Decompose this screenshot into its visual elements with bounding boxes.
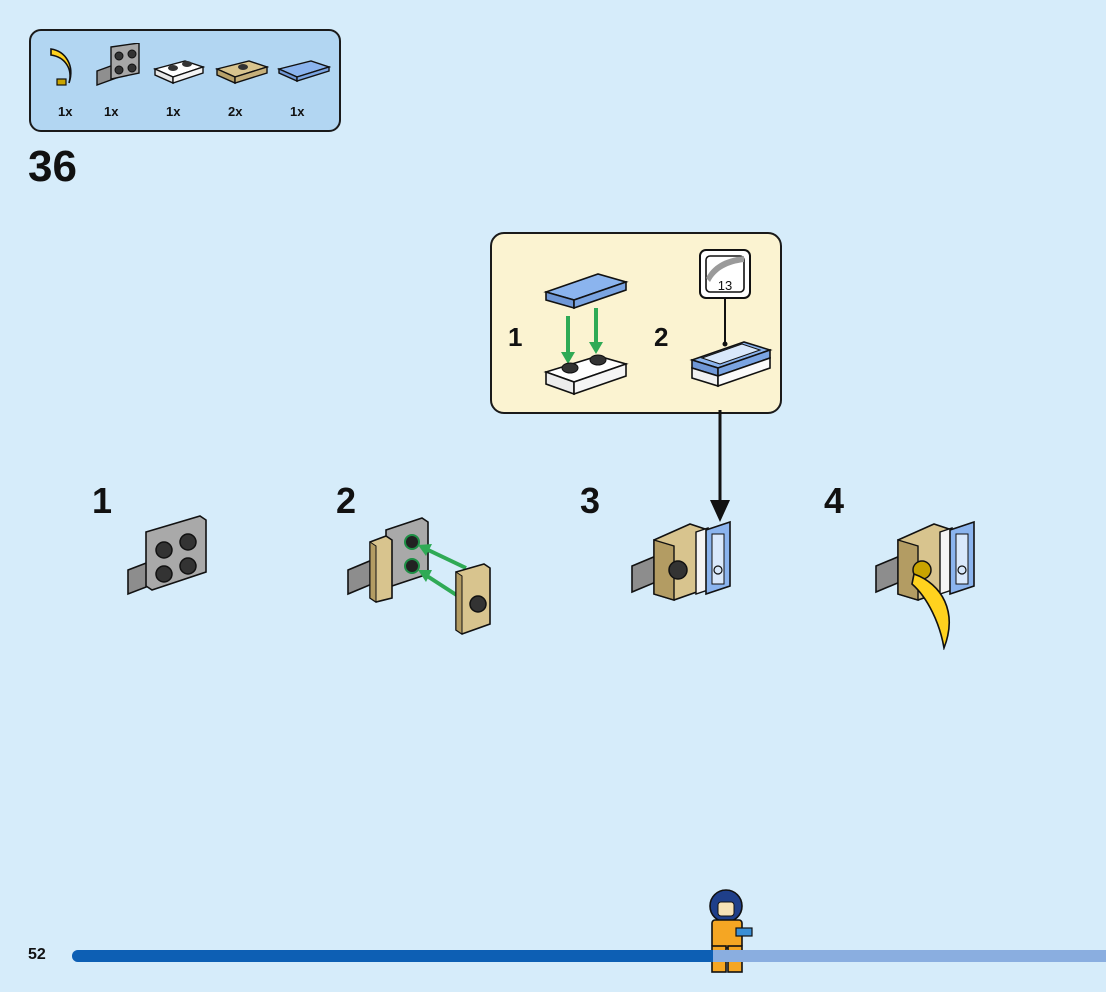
step-4-assembly-icon [875, 520, 975, 650]
parts-list-panel: 1x 1x 1x 2x [29, 29, 341, 132]
part-item-tan-plate: 2x [213, 31, 273, 130]
step-3-assembly-icon [631, 520, 731, 601]
step-label-3: 3 [580, 480, 601, 521]
angle-bracket-piece-icon [96, 43, 140, 86]
step-label-4: 4 [824, 480, 845, 521]
step-number: 36 [28, 142, 77, 191]
part-item-blue-tile: 1x [275, 31, 335, 130]
part-qty: 2x [228, 104, 243, 119]
part-qty: 1x [104, 104, 119, 119]
step-label-2: 2 [336, 480, 357, 521]
callout-substep-1: 1 [508, 322, 523, 352]
part-qty: 1x [290, 104, 305, 119]
callout-substep-2: 2 [654, 322, 669, 352]
part-item-white-plate: 1x [151, 31, 211, 130]
callout-arrow-icon [710, 410, 730, 522]
part-qty: 1x [166, 104, 181, 119]
part-qty: 1x [58, 104, 73, 119]
progress-bar [72, 950, 1106, 962]
substep-2-assembly-icon: 13 [689, 249, 773, 388]
blue-tile-piece-icon [276, 60, 331, 83]
part-item-banana: 1x [43, 31, 103, 130]
progress-bar-fill [72, 950, 714, 962]
banana-piece-icon [50, 48, 72, 86]
sticker-number: 13 [718, 278, 732, 293]
step-1-bracket-icon [127, 515, 207, 596]
page-number: 52 [28, 946, 46, 963]
tan-jumper-plate-piece-icon [214, 60, 269, 85]
white-plate-piece-icon [152, 60, 205, 85]
part-item-bracket: 1x [89, 31, 149, 130]
step-label-1: 1 [92, 480, 113, 521]
substep-1-assembly-icon [543, 273, 629, 396]
step-2-assembly-icon [347, 517, 491, 635]
subassembly-callout: 1 2 13 [490, 232, 782, 414]
